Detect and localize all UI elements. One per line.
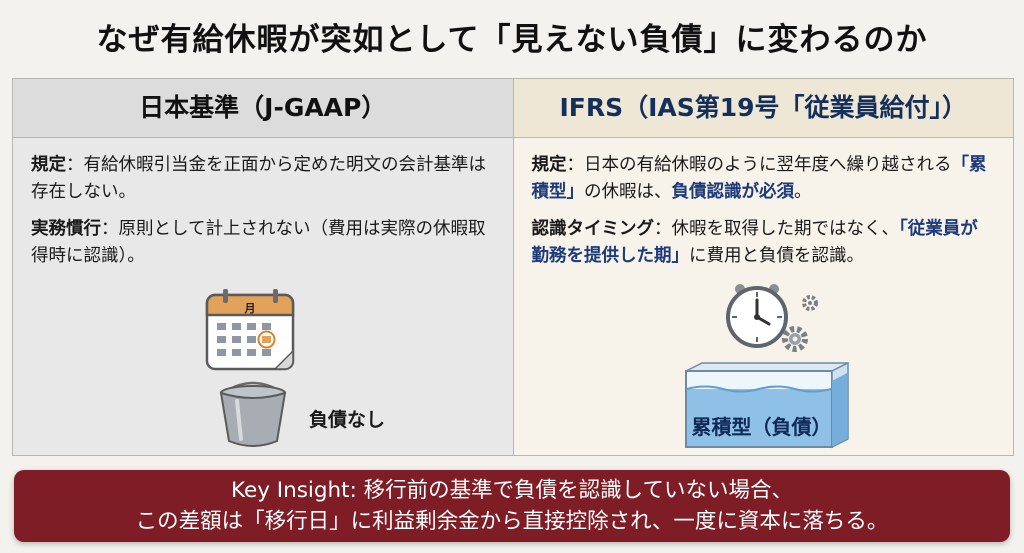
page-title: なぜ有給休暇が突如として「見えない負債」に変わるのか [96, 22, 928, 58]
calendar-month-label: 月 [244, 302, 256, 315]
ifrs-rule-text-3: 。 [794, 182, 812, 202]
water-tank-icon [684, 361, 849, 449]
jgaap-rule-text: ：有給休暇引当金を正面から定めた明文の会計基準は存在しない。 [31, 155, 486, 202]
ifrs-timing-text-2: に費用と負債を認識。 [689, 246, 864, 266]
bucket-icon [219, 381, 287, 447]
ifrs-rule-text-2: の休暇は、 [584, 182, 672, 202]
key-insight-line-1: Key Insight: 移行前の基準で負債を認識していない場合、 [230, 478, 794, 503]
key-insight-banner: Key Insight: 移行前の基準で負債を認識していない場合、 この差額は「… [14, 470, 1010, 542]
jgaap-header: 日本基準（J-GAAP） [13, 79, 513, 138]
ifrs-rule: 規定：日本の有給休暇のように翌年度へ繰り越される「累積型」の休暇は、負債認識が必… [532, 152, 996, 206]
jgaap-rule: 規定：有給休暇引当金を正面から定めた明文の会計基準は存在しない。 [31, 152, 495, 206]
ifrs-rule-label: 規定 [531, 155, 567, 175]
ifrs-rule-highlight-1: 「累積型」 [531, 155, 987, 202]
ifrs-rule-text-1: ：日本の有給休暇のように翌年度へ繰り越される [566, 155, 952, 175]
bucket-caption: 負債なし [309, 409, 386, 431]
tank-caption: 累積型（負債） [691, 415, 832, 439]
jgaap-rule-label: 規定 [31, 155, 66, 175]
gear-icon [781, 295, 818, 352]
ifrs-body: 規定：日本の有給休暇のように翌年度へ繰り越される「累積型」の休暇は、負債認識が必… [514, 138, 1014, 270]
comparison-panels: 日本基準（J-GAAP） 規定：有給休暇引当金を正面から定めた明文の会計基準は存… [12, 78, 1014, 456]
key-insight-line-2: この差額は「移行日」に利益剰余金から直接控除され、一度に資本に落ちる。 [135, 509, 889, 534]
jgaap-practice-label: 実務慣行 [31, 219, 101, 239]
calendar-icon: 月 [205, 289, 295, 371]
jgaap-body: 規定：有給休暇引当金を正面から定めた明文の会計基準は存在しない。 実務慣行：原則… [13, 138, 513, 270]
ifrs-timing-highlight: 「従業員が勤務を提供した期」 [531, 219, 978, 266]
clock-icon [725, 284, 818, 352]
ifrs-timing-text-1: ：休暇を取得した期ではなく、 [654, 219, 899, 239]
ifrs-header: IFRS（IAS第19号「従業員給付」） [513, 79, 1013, 138]
ifrs-timing-label: 認識タイミング [531, 219, 655, 239]
ifrs-rule-highlight-2: 負債認識が必須 [671, 182, 795, 202]
jgaap-practice-text: ：原則として計上されない（費用は実際の休暇取得時に認識）。 [31, 219, 486, 266]
jgaap-panel: 日本基準（J-GAAP） 規定：有給休暇引当金を正面から定めた明文の会計基準は存… [13, 79, 514, 455]
jgaap-practice: 実務慣行：原則として計上されない（費用は実際の休暇取得時に認識）。 [31, 216, 495, 270]
ifrs-timing: 認識タイミング：休暇を取得した期ではなく、「従業員が勤務を提供した期」に費用と負… [532, 216, 996, 270]
ifrs-panel: IFRS（IAS第19号「従業員給付」） 規定：日本の有給休暇のように翌年度へ繰… [513, 79, 1014, 455]
